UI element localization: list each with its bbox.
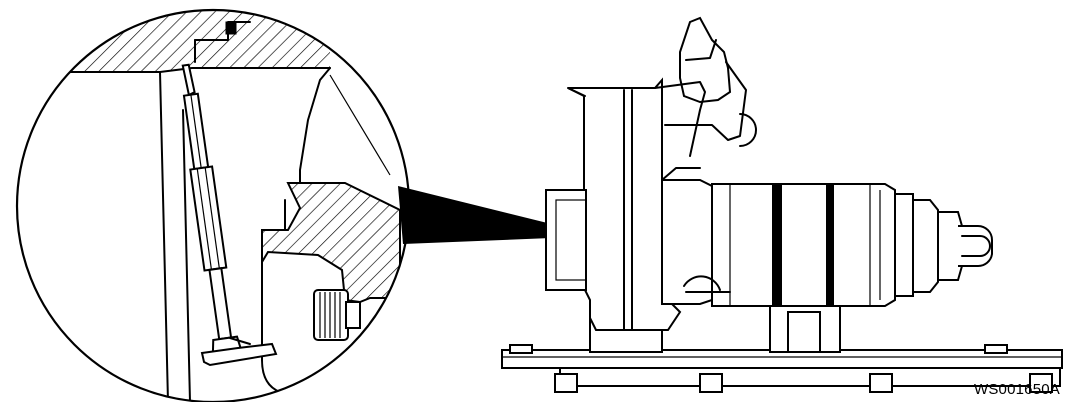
pump-assembly bbox=[501, 16, 1063, 393]
upper-casing-section bbox=[17, 10, 409, 73]
bearing-frame bbox=[661, 167, 896, 307]
pedestal bbox=[589, 299, 841, 353]
shaft-end bbox=[894, 193, 993, 297]
bolt-head-marker bbox=[225, 21, 237, 35]
discharge-nozzle bbox=[664, 16, 757, 147]
base-plate bbox=[501, 344, 1063, 393]
volute-casing bbox=[545, 77, 706, 331]
gauge-foot bbox=[200, 337, 278, 367]
pump-wall bbox=[159, 71, 191, 402]
adjusting-knob bbox=[313, 289, 361, 341]
figure-code-label: WS001650A bbox=[973, 381, 1060, 398]
casing-edge bbox=[299, 67, 391, 201]
gauge-rod bbox=[181, 63, 242, 354]
